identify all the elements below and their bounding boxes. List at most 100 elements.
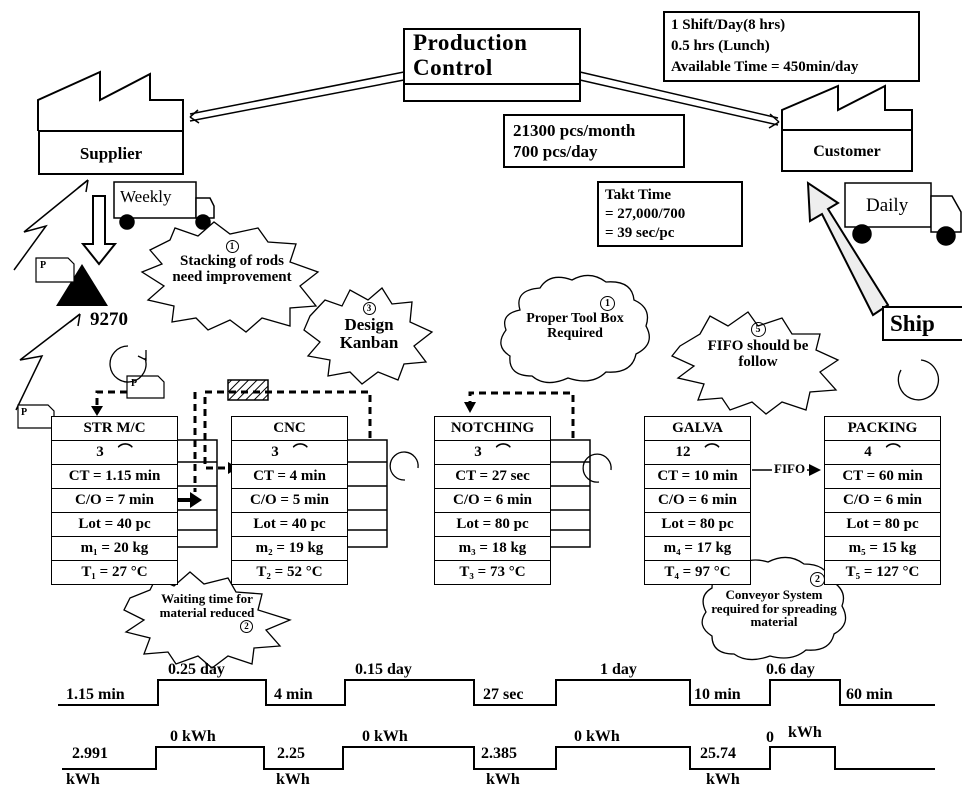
operator-count: 3: [96, 444, 104, 460]
cycle-time: CT = 4 min: [232, 465, 347, 489]
push-arrow-down: [80, 195, 118, 266]
kanban-card-icons: P P P: [17, 257, 165, 429]
process-time-2: 4 min: [274, 686, 313, 703]
svg-text:P: P: [21, 407, 27, 418]
kaizen-toolbox-num: 1: [600, 296, 615, 311]
customer-factory-icon: [781, 84, 913, 130]
demand-box: 21300 pcs/month 700 pcs/day: [503, 114, 685, 168]
operator-count: 3: [271, 444, 279, 460]
kaizen-fifo-text: 5 FIFO should be follow: [707, 322, 809, 370]
changeover-time: C/O = 5 min: [232, 489, 347, 513]
supplier-truck-icon: [113, 181, 215, 230]
production-control-title-line2: Control: [413, 55, 493, 80]
kaizen-kanban-num: 3: [362, 302, 376, 315]
operator-icon: ⌒: [495, 444, 511, 460]
process-name: CNC: [232, 417, 347, 441]
supplier-label: Supplier: [79, 144, 143, 163]
kaizen-conveyor-num: 2: [810, 572, 825, 587]
energy-ladder: [62, 746, 935, 770]
temperature: T₂ = 52 °C: [256, 564, 323, 580]
kaizen-burst-shapes: [123, 221, 840, 669]
energy-value-1: 2.991: [72, 745, 108, 762]
energy-wait-1: 0 kWh: [170, 728, 216, 745]
supplier-truck-label: Weekly: [120, 187, 172, 206]
process-time-1: 1.15 min: [66, 686, 125, 703]
lot-size: Lot = 80 pc: [825, 513, 940, 537]
process-box-cnc: CNC 3 ⌒ CT = 4 min C/O = 5 min Lot = 40 p…: [231, 416, 348, 585]
cycle-time: CT = 10 min: [645, 465, 750, 489]
operator-icon: ⌒: [885, 444, 901, 460]
ship-label: Ship: [890, 311, 935, 336]
process-time-4: 10 min: [694, 686, 741, 703]
operator-icon: ⌒: [292, 444, 308, 460]
demand-monthly: 21300 pcs/month: [513, 121, 636, 140]
customer-info-line1: 1 Shift/Day(8 hrs): [671, 17, 786, 33]
process-time-3: 27 sec: [483, 686, 524, 703]
lot-size: Lot = 40 pc: [52, 513, 177, 537]
takt-result: = 39 sec/pc: [605, 225, 675, 241]
energy-wait-4-value: 0: [766, 729, 774, 746]
wait-time-4: 0.6 day: [766, 661, 815, 678]
energy-wait-3: 0 kWh: [574, 728, 620, 745]
energy-value-4: 25.74: [700, 745, 736, 762]
kanban-post-icon: [227, 379, 269, 401]
mass: m₄ = 17 kg: [645, 537, 750, 561]
energy-wait-4-unit: kWh: [788, 724, 822, 741]
energy-value-3: 2.385: [481, 745, 517, 762]
customer-info-line3: Available Time = 450min/day: [671, 59, 859, 75]
lead-time-ladder: [58, 679, 935, 706]
cycle-time: CT = 1.15 min: [52, 465, 177, 489]
operator-count: 3: [474, 444, 482, 460]
kanban-dashed-loops: [95, 390, 575, 492]
process-box-packing: PACKING 4⌒ CT = 60 min C/O = 6 min Lot =…: [824, 416, 941, 585]
supplier-box: Supplier: [38, 130, 184, 175]
cycle-time: CT = 27 sec: [435, 465, 550, 489]
changeover-time: C/O = 7 min: [52, 489, 177, 513]
temperature: T₃ = 73 °C: [459, 564, 526, 580]
kanban-arrowheads: [91, 402, 476, 508]
energy-wait-2: 0 kWh: [362, 728, 408, 745]
customer-info-box: 1 Shift/Day(8 hrs) 0.5 hrs (Lunch) Avail…: [663, 11, 920, 82]
wait-time-3: 1 day: [600, 661, 637, 678]
changeover-time: C/O = 6 min: [645, 489, 750, 513]
lot-size: Lot = 80 pc: [645, 513, 750, 537]
supplier-factory-icon: [37, 70, 184, 131]
energy-unit-4: kWh: [706, 771, 740, 788]
inventory-triangle-icon: [56, 264, 108, 306]
temperature: T₁ = 27 °C: [81, 564, 148, 580]
lot-size: Lot = 40 pc: [232, 513, 347, 537]
changeover-time: C/O = 6 min: [435, 489, 550, 513]
mass: m₁ = 20 kg: [52, 537, 177, 561]
ship-box: Ship: [882, 306, 962, 341]
energy-value-2: 2.25: [277, 745, 305, 762]
process-name: GALVA: [645, 417, 750, 441]
production-control-title-line1: Production: [413, 30, 528, 55]
process-name: NOTCHING: [435, 417, 550, 441]
supermarket-brackets: [177, 439, 591, 548]
process-box-notching: NOTCHING 3⌒ CT = 27 sec C/O = 6 min Lot …: [434, 416, 551, 585]
kaizen-waiting-text: Waiting time for material reduced 2: [159, 591, 255, 634]
energy-unit-2: kWh: [276, 771, 310, 788]
mass: m₃ = 18 kg: [435, 537, 550, 561]
kaizen-conveyor-text: 2 Conveyor System required for spreading…: [711, 572, 837, 630]
fifo-label: FIFO: [772, 461, 808, 477]
energy-unit-1: kWh: [66, 771, 100, 788]
temperature: T₅ = 127 °C: [845, 564, 920, 580]
operator-icon: ⌒: [704, 444, 720, 460]
takt-time-box: Takt Time = 27,000/700 = 39 sec/pc: [597, 181, 743, 247]
operator-count: 12: [675, 444, 691, 460]
customer-box: Customer: [781, 129, 913, 172]
operator-count: 4: [864, 444, 872, 460]
energy-unit-3: kWh: [486, 771, 520, 788]
wait-time-1: 0.25 day: [168, 661, 225, 678]
temperature: T₄ = 97 °C: [664, 564, 731, 580]
info-flow-lines: [189, 71, 780, 129]
inventory-quantity: 9270: [90, 309, 128, 330]
kaizen-toolbox-text: 1 Proper Tool Box Required: [526, 296, 624, 341]
mass: m₂ = 19 kg: [232, 537, 347, 561]
kaizen-stacking-text: 1 Stacking of rods need improvement: [172, 240, 292, 285]
kaizen-stacking-num: 1: [225, 240, 239, 253]
customer-truck-label: Daily: [866, 195, 909, 216]
customer-label: Customer: [813, 143, 881, 160]
